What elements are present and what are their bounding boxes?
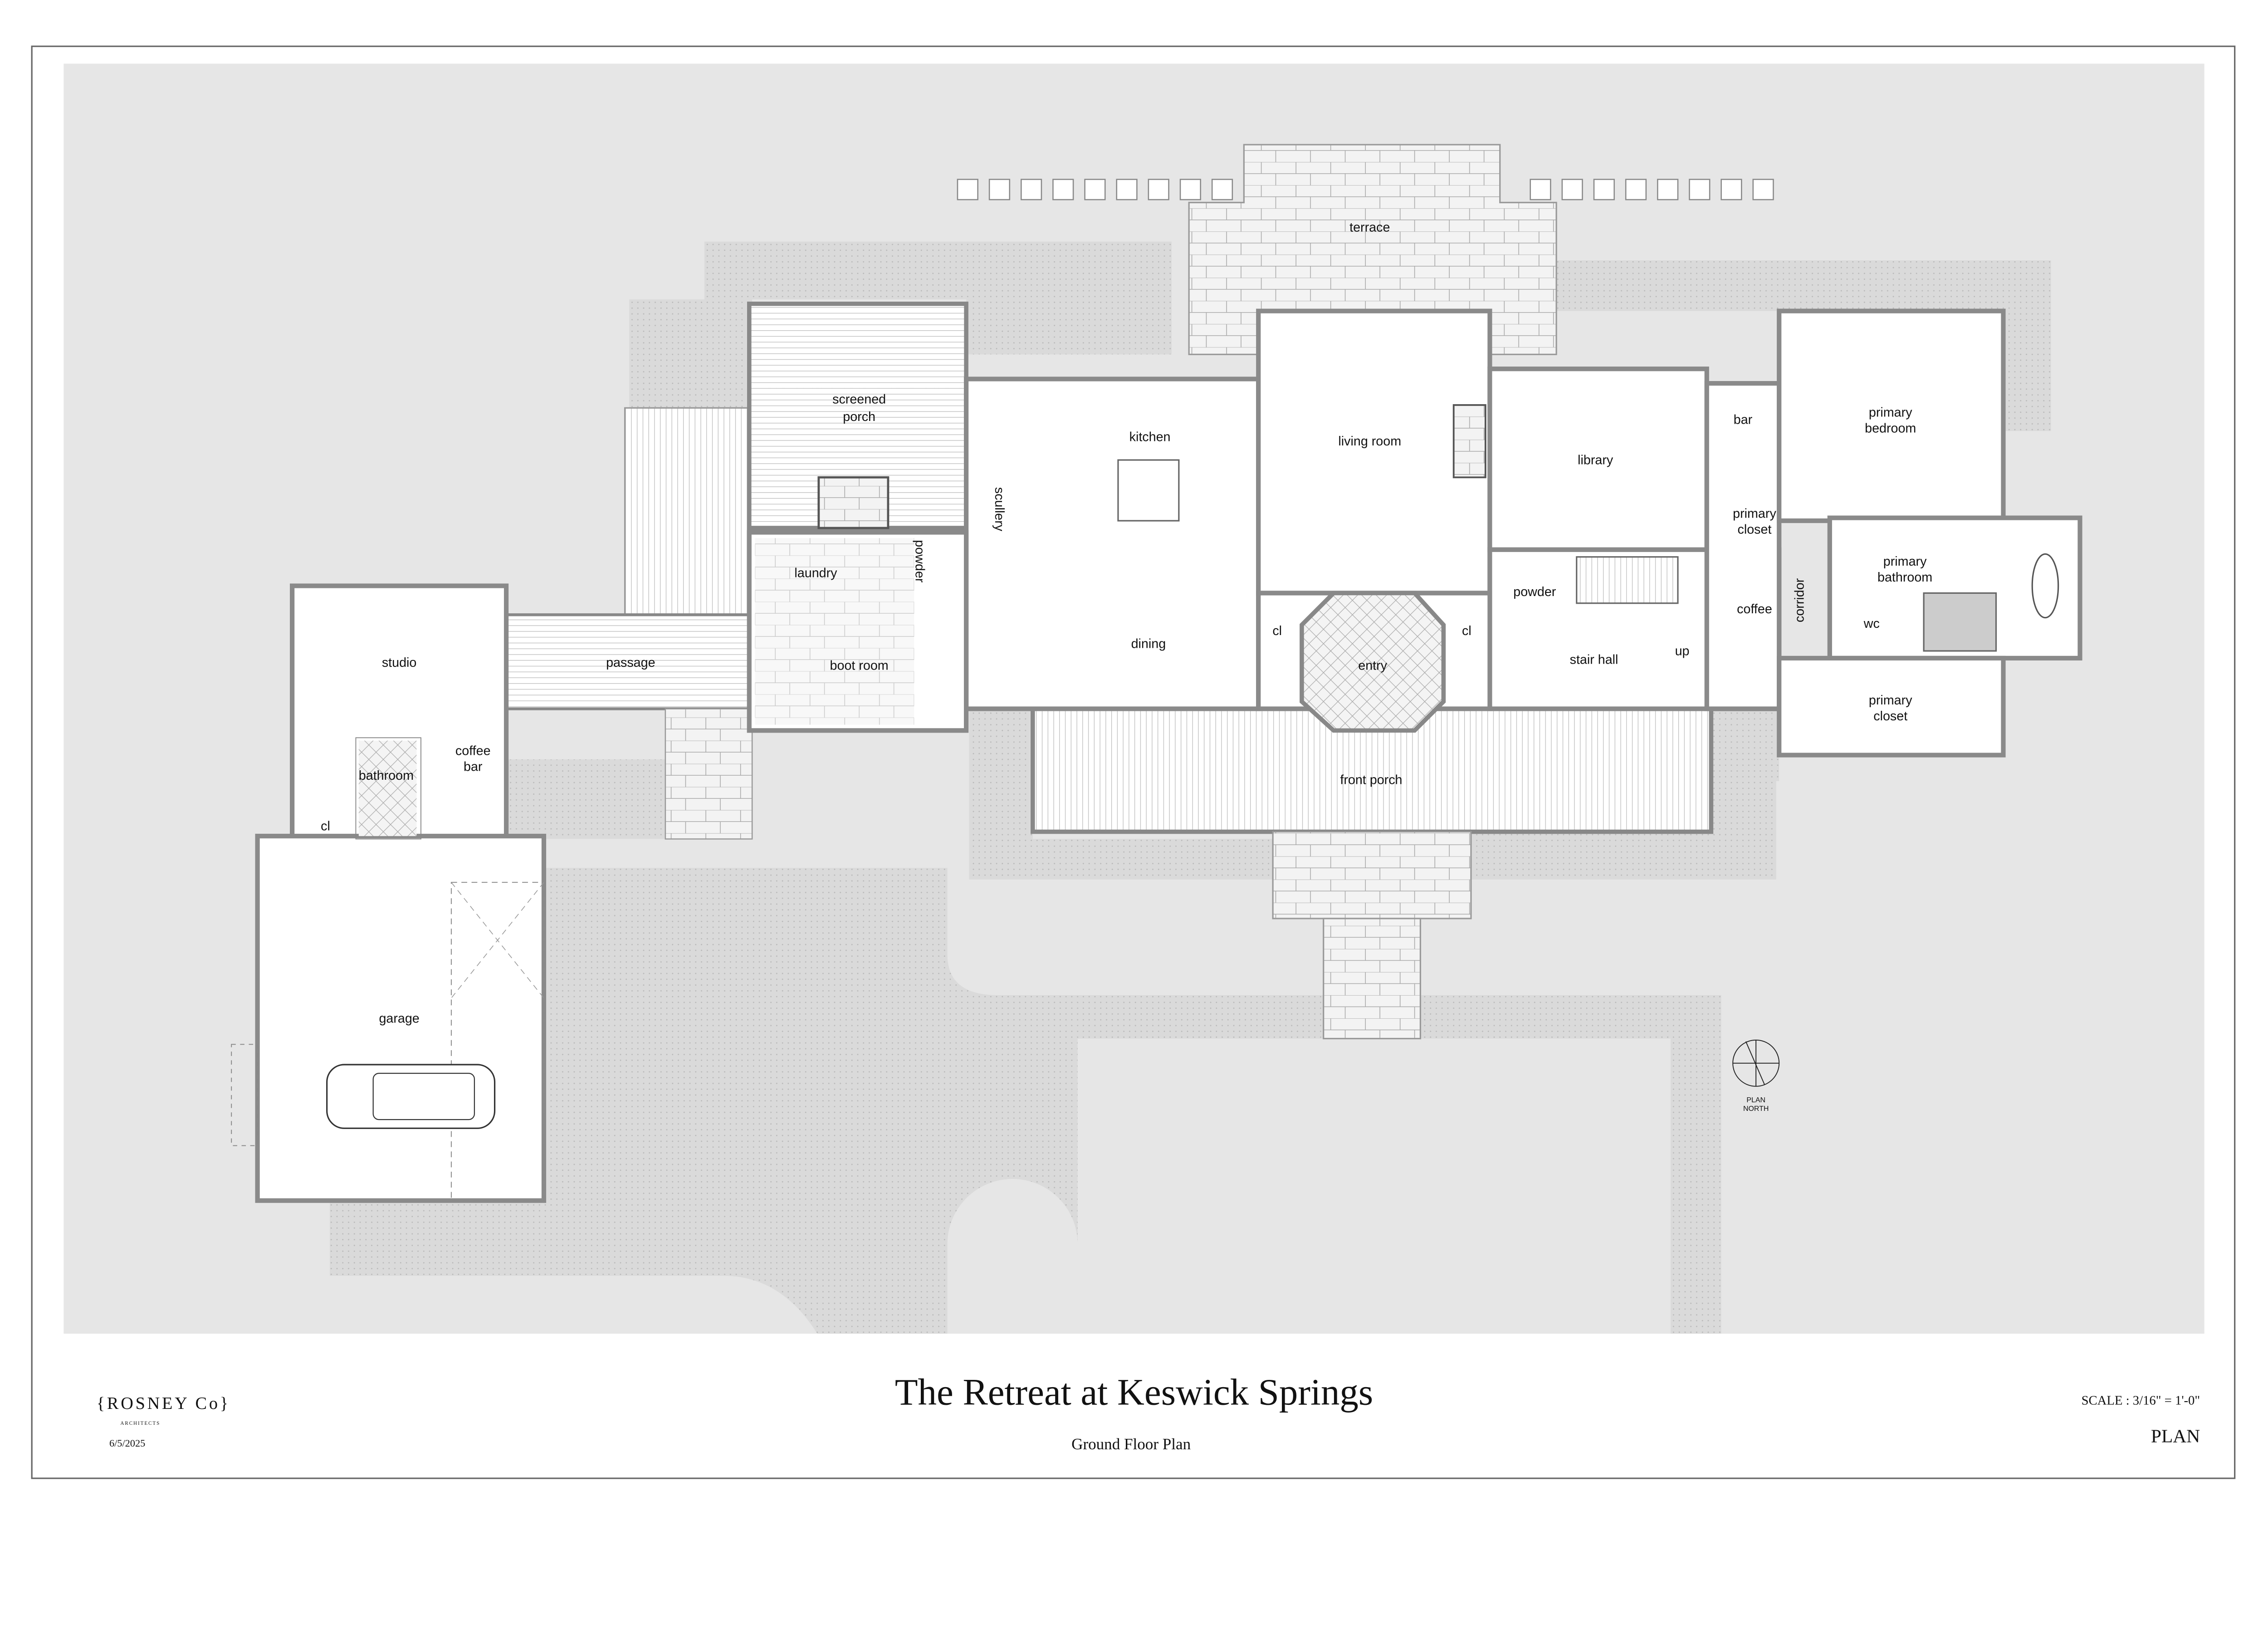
stepping-stones xyxy=(957,179,1774,200)
primary-bath-shower xyxy=(1923,592,1997,652)
label-coffee-bar: bar xyxy=(464,760,483,774)
label-powder: powder xyxy=(1513,585,1556,599)
label-garage: garage xyxy=(379,1012,419,1026)
label-laundry: laundry xyxy=(794,566,837,580)
label-primary-bedroom: bedroom xyxy=(1865,421,1916,435)
label-primary-closet: closet xyxy=(1873,709,1907,724)
label-primary-closet: primary xyxy=(1869,693,1912,708)
bathroom-floor xyxy=(358,740,417,836)
north-label: NORTH xyxy=(1743,1105,1769,1113)
label-stair-hall: stair hall xyxy=(1570,653,1618,667)
deck xyxy=(624,407,750,616)
label-coffee: coffee xyxy=(1737,602,1772,616)
scale-note: SCALE : 3/16" = 1'-0" xyxy=(2082,1393,2200,1408)
label-powder: powder xyxy=(912,540,927,583)
label-wc: wc xyxy=(1863,616,1880,631)
living-fireplace xyxy=(1452,404,1486,479)
label-living-room: living room xyxy=(1338,434,1401,449)
label-screened-porch: screened xyxy=(832,392,886,407)
label-primary-bathroom: bathroom xyxy=(1877,570,1932,585)
label-primary-bathroom: primary xyxy=(1883,554,1927,569)
floor-plan-sheet: terrace screened porch kitchen living ro… xyxy=(31,45,2236,1479)
label-dining: dining xyxy=(1131,637,1166,651)
label-primary-closet: primary xyxy=(1733,507,1776,521)
label-studio: studio xyxy=(382,655,417,670)
north-label: PLAN xyxy=(1746,1096,1765,1104)
north-arrow-icon xyxy=(1732,1039,1780,1087)
label-cl: cl xyxy=(1462,624,1471,638)
entry-vestibule xyxy=(1300,591,1446,733)
kitchen-island xyxy=(1117,459,1180,522)
room-labels: terrace screened porch kitchen living ro… xyxy=(321,220,1932,1026)
firm-tagline: ARCHITECTS xyxy=(120,1421,160,1426)
firm-logo: {ROSNEY Co} xyxy=(97,1394,230,1413)
label-screened-porch: porch xyxy=(843,410,875,424)
terrace xyxy=(1188,144,1557,355)
garage-details xyxy=(231,882,544,1201)
label-primary-bedroom: primary xyxy=(1869,405,1912,420)
driveway xyxy=(330,868,1078,1334)
laundry-floor xyxy=(755,538,914,725)
front-steps xyxy=(1272,831,1472,919)
porch-fireplace xyxy=(817,476,890,529)
label-entry: entry xyxy=(1358,658,1387,673)
label-passage: passage xyxy=(606,655,655,670)
label-bar: bar xyxy=(1734,412,1753,427)
label-boot-room: boot room xyxy=(830,658,889,673)
label-terrace: terrace xyxy=(1349,220,1390,235)
label-corridor: corridor xyxy=(1792,578,1807,622)
sheet-subtitle: Ground Floor Plan xyxy=(1071,1435,1191,1453)
label-kitchen: kitchen xyxy=(1129,430,1171,445)
sheet-date: 6/5/2025 xyxy=(109,1437,145,1449)
passage-steps xyxy=(665,708,753,840)
label-up: up xyxy=(1675,644,1690,659)
project-title: The Retreat at Keswick Springs xyxy=(895,1371,1373,1413)
motor-court xyxy=(1077,995,1721,1334)
label-front-porch: front porch xyxy=(1340,772,1402,787)
sheet-type: PLAN xyxy=(2151,1425,2200,1446)
staircase xyxy=(1576,556,1679,604)
front-walk xyxy=(1323,918,1421,1040)
label-cl: cl xyxy=(1272,624,1282,638)
label-library: library xyxy=(1578,453,1613,468)
label-bathroom: bathroom xyxy=(359,768,414,783)
car-icon xyxy=(326,1064,496,1129)
label-scullery: scullery xyxy=(992,487,1007,532)
label-cl: cl xyxy=(321,819,330,833)
label-coffee-bar: coffee xyxy=(455,744,491,758)
bathtub xyxy=(2031,553,2059,619)
label-primary-closet: closet xyxy=(1738,523,1772,537)
